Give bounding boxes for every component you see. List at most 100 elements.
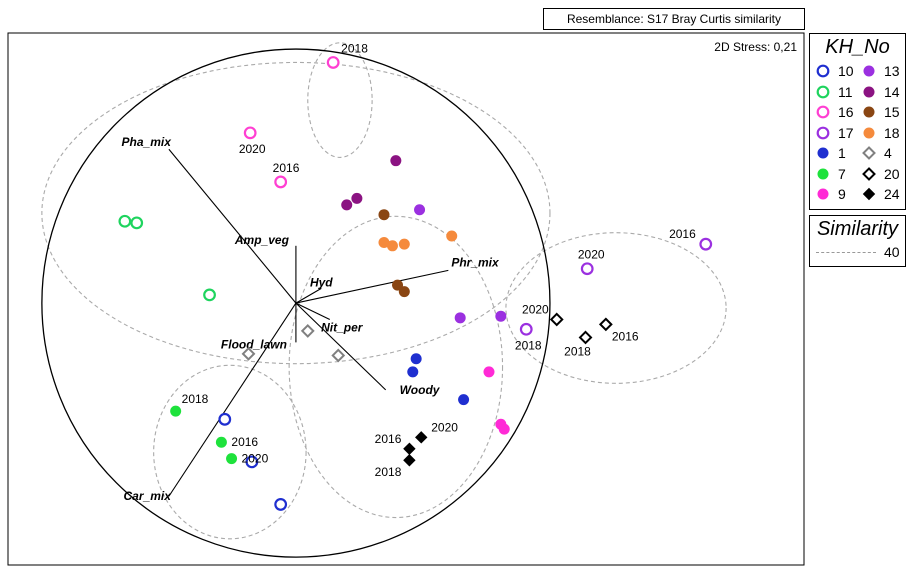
legend-marker-4 xyxy=(862,146,876,160)
point-kh-13-0 xyxy=(414,204,426,216)
vector-car-mix xyxy=(168,302,297,497)
point-kh-4-2 xyxy=(331,348,346,363)
vector-label-hyd: Hyd xyxy=(310,275,333,289)
legend-label: 11 xyxy=(838,83,853,100)
point-kh-20-1 xyxy=(549,312,564,327)
year-label: 2018 xyxy=(341,41,368,55)
vector-label-amp-veg: Amp_veg xyxy=(234,233,290,247)
legend-symbol xyxy=(863,65,875,77)
legend-marker-24 xyxy=(862,187,876,201)
point-kh-18-3 xyxy=(446,230,458,242)
similarity-value: 40 xyxy=(884,244,900,260)
legend-label: 9 xyxy=(838,186,846,202)
legend-label: 17 xyxy=(838,124,854,141)
legend-entry-14: 14 xyxy=(862,83,900,101)
resemblance-label: Resemblance: S17 Bray Curtis similarity xyxy=(543,8,805,30)
legend-marker-17 xyxy=(816,126,830,139)
point-kh-17-0 xyxy=(699,237,713,251)
vector-label-flood-lawn: Flood_lawn xyxy=(221,337,287,351)
point-kh-14-2 xyxy=(390,155,402,167)
legend-label: 10 xyxy=(838,63,854,79)
legend-marker-14 xyxy=(863,86,875,97)
vector-phr-mix xyxy=(295,269,449,304)
legend-entry-20: 20 xyxy=(862,165,900,183)
point-kh-11-1 xyxy=(130,216,144,230)
point-kh-11-0 xyxy=(118,214,132,228)
vector-label-nit-per: Nit_per xyxy=(321,320,364,334)
legend-symbol xyxy=(863,86,875,97)
point-kh-24-0 xyxy=(415,431,428,444)
point-kh-24-2 xyxy=(403,454,416,467)
point-kh-16-0 xyxy=(243,126,257,140)
point-kh-9-0 xyxy=(483,366,495,378)
year-label: 2020 xyxy=(242,452,269,466)
legend-entry-10: 10 xyxy=(816,62,854,80)
legend-label: 4 xyxy=(884,145,892,161)
legend-marker-20 xyxy=(862,166,876,181)
legend-entry-15: 15 xyxy=(862,103,900,121)
point-kh-14-1 xyxy=(351,192,363,204)
legend-entry-24: 24 xyxy=(862,185,900,203)
point-kh-14-0 xyxy=(341,199,353,211)
legend-symbol xyxy=(862,166,876,181)
vector-pha-mix xyxy=(168,148,297,304)
legend-marker-16 xyxy=(816,105,830,119)
vector-label-phr-mix: Phr_mix xyxy=(451,255,500,269)
similarity-contour-0 xyxy=(41,61,551,365)
legend-symbol xyxy=(817,147,829,159)
plot-frame xyxy=(7,32,805,566)
point-kh-1-0 xyxy=(407,366,419,378)
point-labels: 2018201620202018201620202020201820162018… xyxy=(182,41,696,479)
similarity-contour-1 xyxy=(288,215,504,519)
legend-label: 15 xyxy=(884,104,900,120)
legend-label: 18 xyxy=(884,124,900,141)
point-kh-9-2 xyxy=(498,423,510,435)
legend-entry-11: 11 xyxy=(816,83,853,101)
legend-entry-18: 18 xyxy=(862,124,900,142)
year-label: 2020 xyxy=(239,142,266,156)
year-label: 2016 xyxy=(669,227,696,241)
point-kh-4-0 xyxy=(241,346,256,361)
point-kh-20-0 xyxy=(578,330,593,345)
legend-entry-16: 16 xyxy=(816,103,854,121)
similarity-contour-3 xyxy=(307,42,373,158)
vector-label-car-mix: Car_mix xyxy=(124,489,173,503)
point-kh-13-2 xyxy=(495,310,507,322)
legend-label: 14 xyxy=(884,83,900,100)
vector-label-pha-mix: Pha_mix xyxy=(122,135,173,149)
point-kh-10-1 xyxy=(245,455,259,469)
point-kh-16-1 xyxy=(274,175,288,189)
point-kh-18-0 xyxy=(378,237,390,249)
similarity-contours xyxy=(41,42,727,540)
legend-marker-13 xyxy=(863,65,875,77)
point-kh-10-2 xyxy=(274,498,288,511)
legend-symbol xyxy=(863,127,875,138)
legend-marker-9 xyxy=(817,188,829,200)
point-kh-7-2 xyxy=(226,453,238,465)
point-kh-4-1 xyxy=(300,324,315,338)
year-label: 2018 xyxy=(375,465,402,479)
legend-symbol xyxy=(863,106,875,118)
vector-hyd xyxy=(295,287,322,304)
legend-marker-7 xyxy=(817,168,829,179)
legend-symbol xyxy=(816,85,830,98)
point-kh-15-0 xyxy=(378,209,390,221)
legend-marker-1 xyxy=(817,147,829,159)
legend-symbol xyxy=(862,187,876,201)
year-label: 2020 xyxy=(578,248,605,262)
legend-entry-9: 9 xyxy=(816,185,846,203)
similarity-contour-4 xyxy=(505,232,727,384)
year-label: 2016 xyxy=(612,329,639,343)
legend-label: 7 xyxy=(838,165,846,182)
legend-symbol xyxy=(862,146,876,160)
point-kh-18-2 xyxy=(398,238,410,250)
legend-marker-18 xyxy=(863,127,875,138)
similarity-legend: Similarity 40 xyxy=(809,215,906,267)
similarity-legend-entry: 40 xyxy=(816,244,900,260)
vector-label-woody: Woody xyxy=(400,383,441,397)
year-label: 2018 xyxy=(182,392,209,406)
year-label: 2016 xyxy=(375,432,402,446)
legend-entry-4: 4 xyxy=(862,144,892,162)
